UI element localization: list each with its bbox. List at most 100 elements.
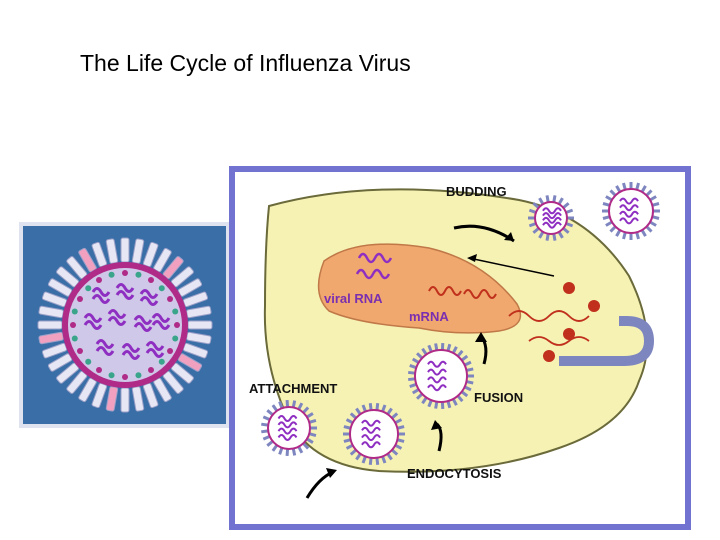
virus-spike (345, 418, 354, 425)
virus-rna (427, 360, 447, 368)
label-attachment: ATTACHMENT (249, 381, 337, 396)
virus-spike (266, 409, 274, 416)
life-cycle-diagram: BUDDING ATTACHMENT FUSION ENDOCYTOSIS vi… (229, 166, 691, 530)
virus-spike (261, 422, 269, 427)
virus-rna (619, 197, 639, 205)
label-budding: BUDDING (446, 184, 507, 199)
virion-illustration-panel (19, 222, 230, 428)
virus-spike (645, 189, 653, 197)
matrix-protein (71, 335, 78, 342)
virion-illustration (19, 222, 230, 428)
ribosome (588, 300, 600, 312)
virus-spike (532, 227, 540, 234)
virus-rna (542, 216, 562, 224)
matrix-protein (174, 322, 180, 328)
rna-segment (133, 315, 153, 332)
virus-spike (386, 452, 393, 461)
virus-rna (427, 368, 447, 376)
virus-spike (602, 202, 611, 207)
virus-spike (271, 404, 279, 412)
virus-spike (615, 229, 622, 237)
hemagglutinin-spike (41, 291, 68, 308)
virus-spike (460, 390, 469, 398)
arrow-export (468, 257, 555, 277)
virus-envelope (608, 188, 654, 234)
rna-segment (83, 313, 103, 330)
virus-rna (277, 433, 298, 441)
released-virus (602, 182, 660, 240)
matrix-protein (158, 358, 165, 365)
slide-title: The Life Cycle of Influenza Virus (80, 50, 411, 76)
virion-rna-segments (70, 270, 180, 380)
virus-spike (538, 197, 545, 205)
virus-spike (375, 403, 380, 411)
virus-spike (302, 442, 310, 450)
virus-spike (552, 233, 557, 241)
virus-envelope (267, 406, 311, 450)
virus-spike (361, 404, 367, 413)
virus-rna (361, 434, 381, 442)
matrix-protein (71, 308, 78, 315)
virus-spike (262, 434, 271, 441)
virus-spike (278, 401, 284, 409)
rna-segment (107, 309, 127, 326)
cytoplasmic-mrna (508, 310, 590, 322)
virus-spike (409, 382, 417, 388)
virus-spike (343, 425, 352, 430)
virion-spike-ring (37, 237, 213, 413)
virus-spike (434, 401, 439, 409)
hemagglutinin-spike (56, 362, 79, 384)
viral-rna-strand (355, 268, 391, 280)
virus-envelope (349, 409, 399, 459)
matrix-protein (108, 372, 115, 379)
virus-spike (396, 425, 405, 430)
ribosome (563, 328, 575, 340)
virus-spike (411, 388, 420, 395)
endosome-virus (408, 342, 474, 410)
virus-rna (619, 217, 639, 225)
rna-segment (145, 341, 165, 358)
virus-spike (302, 406, 310, 414)
virus-rna (361, 441, 381, 449)
virus-spike (463, 360, 472, 367)
virus-spike (456, 349, 464, 358)
rna-segment (151, 313, 171, 330)
virus-spike (368, 457, 373, 465)
matrix-protein (122, 270, 128, 276)
virus-spike (308, 419, 317, 424)
endocytosed-virus (343, 403, 405, 465)
ribosome (563, 282, 575, 294)
hemagglutinin-spike (120, 387, 130, 413)
matrix-protein (167, 296, 174, 302)
virus-spike (368, 403, 373, 411)
life-cycle-panel: BUDDING ATTACHMENT FUSION ENDOCYTOSIS vi… (229, 166, 691, 530)
virus-spike (266, 440, 274, 447)
virus-spike (622, 231, 627, 240)
virus-spike (355, 452, 362, 461)
virus-spike (306, 412, 314, 419)
virus-spike (602, 215, 611, 220)
hemagglutinin-spike (171, 362, 194, 384)
rna-segment (91, 287, 111, 304)
neuraminidase-spike (162, 256, 184, 279)
virus-spike (416, 392, 424, 400)
hemagglutinin-spike (186, 331, 212, 345)
rna-segment (121, 343, 141, 360)
virus-rna (277, 415, 298, 423)
virus-spike (645, 225, 653, 233)
hemagglutinin-spike (37, 320, 63, 330)
virus-spike (421, 347, 428, 356)
virus-spike (562, 227, 570, 234)
virus-spike (416, 352, 424, 360)
virus-spike (565, 222, 574, 228)
virus-spike (390, 448, 399, 456)
arrow-export-head (467, 254, 477, 262)
matrix-protein (148, 276, 154, 283)
arrow-fusion-up-head (475, 332, 487, 342)
virus-spike (394, 443, 403, 450)
virus-spike (386, 407, 393, 416)
virus-spike (349, 448, 358, 456)
hemagglutinin-spike (171, 266, 194, 288)
virus-spike (528, 208, 537, 214)
hemagglutinin-spike (187, 320, 213, 330)
